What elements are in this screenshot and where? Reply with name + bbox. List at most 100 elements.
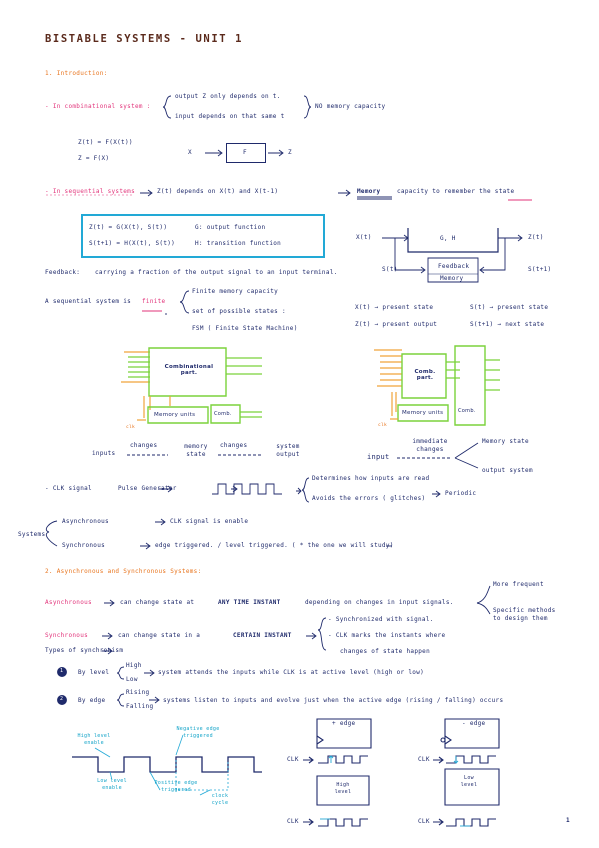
diagram-feedback: Feedback bbox=[438, 263, 470, 270]
page-title: BISTABLE SYSTEMS - UNIT 1 bbox=[45, 33, 244, 45]
sync-bullet-2: - CLK marks the instants where bbox=[328, 632, 446, 639]
clk-pulse-generator: Pulse Generator bbox=[118, 485, 177, 492]
legend-1: X(t) → present state bbox=[355, 304, 434, 311]
legend-2: Z(t) → present output bbox=[355, 321, 438, 328]
feedback-text: carrying a fraction of the output signal… bbox=[95, 269, 338, 276]
feedback-label: Feedback: bbox=[45, 269, 81, 276]
ff-clk-2: CLK bbox=[418, 756, 430, 763]
flow2-immediate: immediate changes bbox=[412, 438, 448, 454]
diagram-st1: S(t+1) bbox=[528, 266, 552, 273]
edge-text: systems listen to inputs and evolve just… bbox=[163, 697, 504, 704]
f-block: F bbox=[226, 143, 266, 163]
seq-memory-word: Memory bbox=[357, 188, 381, 195]
formula-2-desc: H: transition function bbox=[195, 240, 282, 247]
clk-bullet-1: Determines how inputs are read bbox=[312, 475, 430, 482]
flow-changes-1: changes bbox=[130, 442, 158, 449]
finite-word: finite bbox=[142, 298, 166, 305]
flow2-output: output system bbox=[482, 467, 533, 474]
circuit1-memory: Memory units bbox=[154, 412, 196, 418]
clk-periodic: Periodic bbox=[445, 490, 477, 497]
comb-bullet-1: output Z only depends on t. bbox=[175, 93, 281, 100]
comb-bullet-2: input depends on that same t bbox=[175, 113, 285, 120]
diagram-memory: Memory bbox=[440, 275, 464, 282]
finite-bullet-2: set of possible states : bbox=[192, 308, 286, 315]
ff-clk-3: CLK bbox=[287, 818, 299, 825]
wave-clock-cycle: clock cycle bbox=[211, 793, 229, 806]
formula-1-desc: G: output function bbox=[195, 224, 266, 231]
sync-bullet-3: changes of state happen bbox=[340, 648, 430, 655]
equation-2: Z = F(X) bbox=[78, 155, 110, 162]
section-2-heading: 2. Asynchronous and Synchronous Systems: bbox=[45, 568, 202, 575]
diagram-gh: G, H bbox=[440, 235, 456, 242]
ff-clk-4: CLK bbox=[418, 818, 430, 825]
circuit1-clk: clk bbox=[126, 425, 136, 430]
f-block-label: F bbox=[243, 149, 247, 156]
async-label: Asynchronous bbox=[45, 599, 92, 606]
circuit2-comb: Comb. part. bbox=[414, 369, 436, 381]
flow-inputs: inputs bbox=[92, 450, 116, 457]
async-text-1: can change state at bbox=[120, 599, 195, 606]
flow2-input: input bbox=[367, 453, 390, 461]
finite-bullet-1: Finite memory capacity bbox=[192, 288, 279, 295]
seq-label: - In sequential systems bbox=[45, 188, 135, 195]
comb-label: - In combinational system : bbox=[45, 103, 151, 110]
circuit1-comb: Combinational part. bbox=[164, 364, 214, 376]
flow2-memory: Memory state bbox=[482, 438, 529, 445]
systems-sync: Synchronous bbox=[62, 542, 106, 549]
diagram-zt: Z(t) bbox=[528, 234, 544, 241]
circuit1-comb2: Comb. bbox=[214, 411, 232, 417]
number-1: 1 bbox=[60, 668, 64, 674]
async-any-time: ANY TIME INSTANT bbox=[218, 599, 281, 606]
by-edge: By edge bbox=[78, 697, 106, 704]
circuit2-memory: Memory units bbox=[402, 410, 444, 416]
block-input: X bbox=[188, 149, 192, 156]
ff-plus-edge: + edge bbox=[332, 720, 356, 727]
ff-clk-1: CLK bbox=[287, 756, 299, 763]
ff-minus-edge: - edge bbox=[462, 720, 486, 727]
flow-changes-2: changes bbox=[220, 442, 248, 449]
number-2: 2 bbox=[60, 696, 64, 702]
legend-4: S(t+1) → next state bbox=[470, 321, 545, 328]
sync-label: Synchronous bbox=[45, 632, 89, 639]
fsm-label: FSM ( Finite State Machine) bbox=[192, 325, 298, 332]
ff-high-level: High level bbox=[334, 782, 352, 795]
diagram-st: S(t) bbox=[382, 266, 398, 273]
sync-bullet-1: - Synchronized with signal. bbox=[328, 616, 434, 623]
level-text: system attends the inputs while CLK is a… bbox=[158, 669, 425, 676]
clk-bullet-2: Avoids the errors ( glitches) bbox=[312, 495, 426, 502]
formula-1: Z(t) = G(X(t), S(t)) bbox=[89, 224, 168, 231]
level-low: Low bbox=[126, 676, 138, 683]
edge-falling: Falling bbox=[126, 703, 154, 710]
clk-label: - CLK signal bbox=[45, 485, 92, 492]
systems-label: Systems bbox=[18, 531, 46, 538]
formula-2: S(t+1) = H(X(t), S(t)) bbox=[89, 240, 176, 247]
circuit2-comb2: Comb. bbox=[458, 408, 476, 414]
legend-3: S(t) → present state bbox=[470, 304, 549, 311]
page-number: 1 bbox=[566, 817, 570, 824]
wave-negative-edge: Negative edge triggered bbox=[176, 726, 220, 739]
flow-system-output: system output bbox=[276, 443, 300, 459]
diagram-xt: X(t) bbox=[356, 234, 372, 241]
by-level: By level bbox=[78, 669, 110, 676]
async-bullet-2: Specific methods to design them bbox=[493, 607, 556, 623]
formula-box: Z(t) = G(X(t), S(t)) G: output function … bbox=[81, 214, 325, 258]
finite-intro: A sequential system is bbox=[45, 298, 132, 305]
wave-low-level: Low level enable bbox=[97, 778, 127, 791]
async-text-2: depending on changes in input signals. bbox=[305, 599, 454, 606]
equation-1: Z(t) = F(X(t)) bbox=[78, 139, 133, 146]
seq-text-2: capacity to remember the state bbox=[397, 188, 515, 195]
sync-certain: CERTAIN INSTANT bbox=[233, 632, 292, 639]
seq-text-1: Z(t) depends on X(t) and X(t-1) bbox=[157, 188, 279, 195]
comb-note: NO memory capacity bbox=[315, 103, 386, 110]
async-bullet-1: More frequent bbox=[493, 581, 544, 588]
systems-async-text: CLK signal is enable bbox=[170, 518, 249, 525]
level-high: High bbox=[126, 662, 142, 669]
block-output: Z bbox=[288, 149, 292, 156]
section-1-heading: 1. Introduction: bbox=[45, 70, 108, 77]
flow-memory-state: memory state bbox=[184, 443, 208, 459]
wave-positive-edge: Positive edge triggered bbox=[154, 780, 198, 793]
circuit2-clk: clk bbox=[378, 423, 388, 428]
systems-async: Asynchronous bbox=[62, 518, 109, 525]
